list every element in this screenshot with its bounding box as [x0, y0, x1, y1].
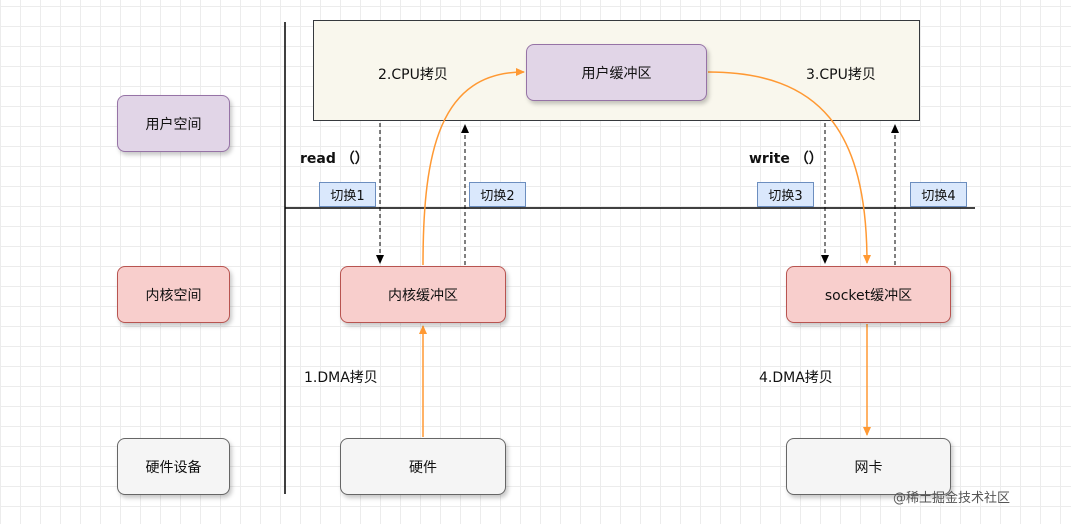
nic-node: 网卡	[786, 438, 951, 495]
socket-buffer-node: socket缓冲区	[786, 266, 951, 323]
write-call-label: write （）	[749, 151, 823, 167]
dma-copy-1-label: 1.DMA拷贝	[304, 370, 378, 386]
hardware-node: 硬件	[340, 438, 506, 495]
switch-3-tag: 切换3	[757, 182, 814, 207]
dma-copy-4-label: 4.DMA拷贝	[759, 370, 833, 386]
read-call-label: read （）	[300, 151, 369, 167]
hardware-device-label: 硬件设备	[117, 438, 230, 495]
cpu-copy-2-arrow	[422, 68, 525, 266]
watermark: @稀土掘金技术社区	[893, 491, 1011, 506]
user-space-label: 用户空间	[117, 95, 230, 152]
cpu-copy-3-label: 3.CPU拷贝	[806, 67, 876, 83]
user-buffer-node: 用户缓冲区	[526, 44, 707, 101]
switch-1-tag: 切换1	[319, 182, 376, 207]
kernel-space-label: 内核空间	[117, 266, 230, 323]
cpu-copy-3-arrow	[707, 71, 871, 264]
kernel-buffer-node: 内核缓冲区	[340, 266, 506, 323]
switch-2-tag: 切换2	[469, 182, 526, 207]
switch-4-tag: 切换4	[910, 182, 967, 207]
cpu-copy-2-label: 2.CPU拷贝	[378, 67, 448, 83]
